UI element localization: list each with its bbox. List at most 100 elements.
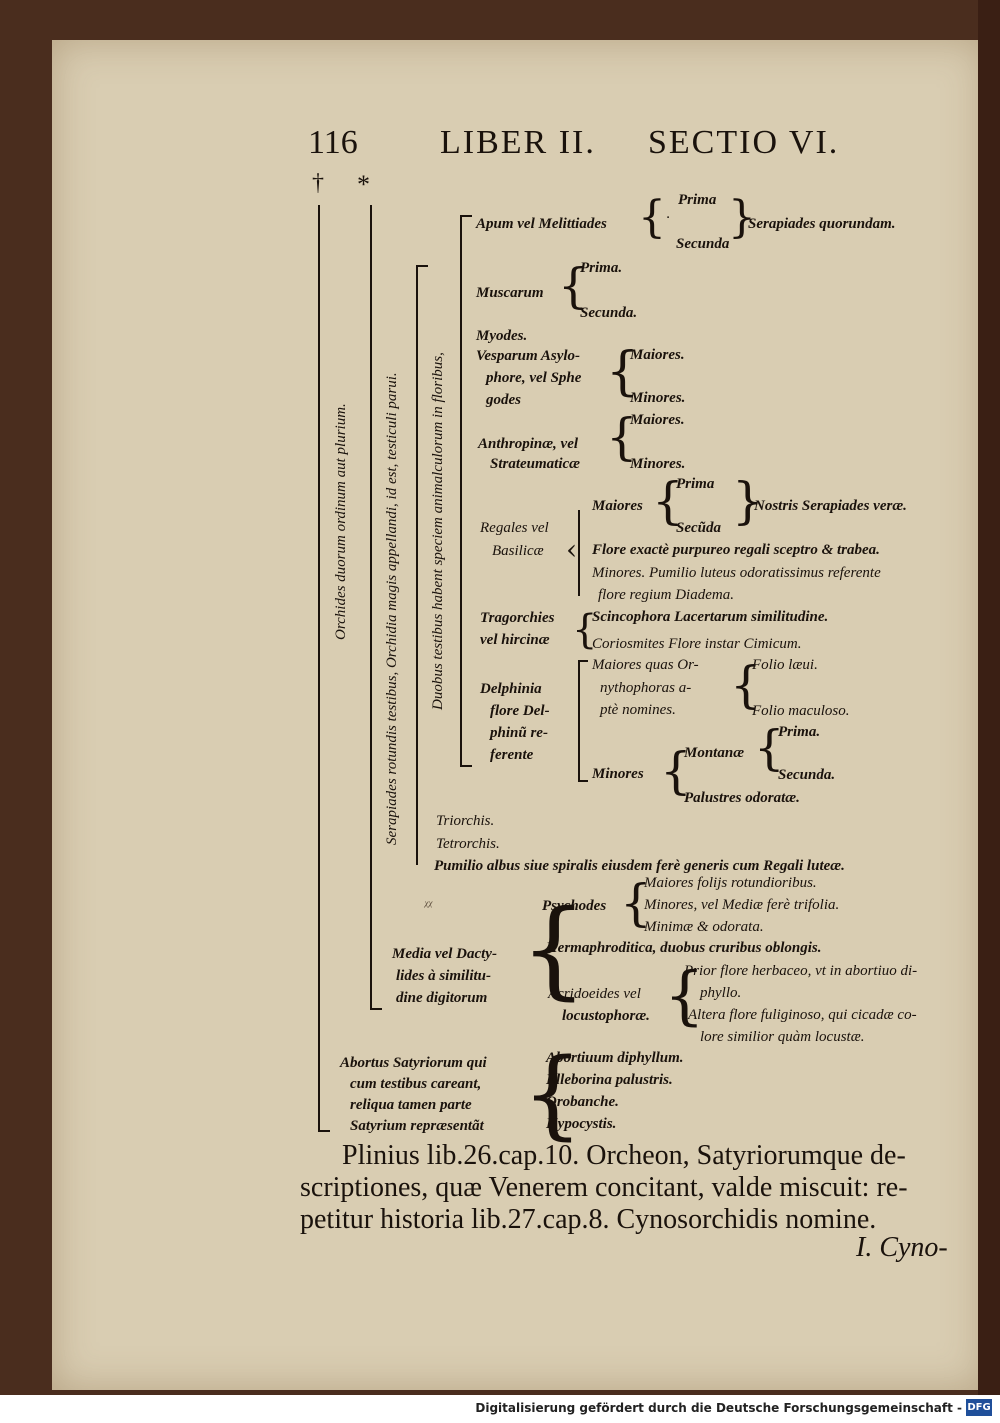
- delphinia-line-foot: [578, 780, 588, 782]
- delphinia-montanae-secunda: Secunda.: [778, 767, 836, 783]
- outer-line-1: [318, 205, 320, 1130]
- apum-dot: ·: [666, 210, 670, 226]
- apum-secunda: Secunda: [676, 236, 730, 252]
- abortus-item-1: Abortiuum diphyllum.: [546, 1050, 684, 1066]
- abortus-line-3: reliqua tamen parte: [350, 1097, 472, 1113]
- delphinia-folio-maculoso: Folio maculoso.: [752, 703, 850, 719]
- acridoeides-prior-1: Prior flore herbaceo, vt in abortiuo di-: [684, 963, 918, 979]
- regales-prima: Prima: [676, 476, 715, 492]
- brace: {: [620, 874, 652, 932]
- vesparum-line-3: godes: [486, 392, 521, 408]
- tragorchies-line-2: vel hircinæ: [480, 632, 550, 648]
- acridoeides-prior-2: phyllo.: [700, 985, 742, 1001]
- abortus-item-4: Hypocystis.: [546, 1116, 617, 1132]
- dagger-mark: †: [312, 170, 324, 196]
- vesparum-line-2: phore, vel Sphe: [486, 370, 582, 386]
- body-text-line-2: scriptiones, quæ Venerem concitant, vald…: [300, 1172, 908, 1203]
- brace: {: [522, 1038, 584, 1150]
- acridoeides-line-1: Acridoeides vel: [548, 986, 641, 1002]
- delphinia-line: [578, 660, 580, 780]
- delphinia-maiores-1: Maiores quas Or-: [592, 657, 699, 673]
- delphinia-maiores-2: nythophoras a-: [600, 680, 692, 696]
- asterisk-mark: *: [357, 170, 370, 199]
- brace: }: [728, 192, 756, 243]
- acridoeides-altera-1: Altera flore fuliginoso, qui cicadæ co-: [688, 1007, 917, 1023]
- hermaphroditica: Hermaphroditica, duobus cruribus oblongi…: [546, 940, 822, 956]
- outer-line-2-foot: [370, 1008, 382, 1010]
- apum-label: Apum vel Melittiades: [476, 216, 607, 232]
- anthropinae-minores: Minores.: [630, 456, 686, 472]
- abortus-item-3: Orobanche.: [546, 1094, 619, 1110]
- outer-line-1-foot: [318, 1130, 330, 1132]
- catchword: I. Cyno-: [856, 1232, 948, 1263]
- book-page: [52, 40, 984, 1390]
- book-title: LIBER II.: [440, 124, 596, 161]
- brace: {: [660, 742, 692, 800]
- apum-result: Serapiades quorundam.: [748, 216, 896, 232]
- apum-prima: Prima: [678, 192, 717, 208]
- regales-minores-1: Minores. Pumilio luteus odoratissimus re…: [592, 565, 881, 581]
- psychodes-maiores: Maiores folijs rotundioribus.: [644, 875, 817, 891]
- outer-line-4-top: [460, 215, 472, 217]
- delphinia-folio-laeui: Folio læui.: [752, 657, 818, 673]
- regales-flore: Flore exactè purpureo regali sceptro & t…: [592, 542, 880, 558]
- abortus-line-1: Abortus Satyriorum qui: [340, 1055, 487, 1071]
- vertical-text-serapiades: Serapiades rotundis testibus, Orchidia m…: [384, 372, 400, 845]
- media-scribble: ᵡᵡ: [424, 898, 433, 914]
- brace: {: [572, 607, 598, 653]
- media-line-3: dine digitorum: [396, 990, 488, 1006]
- book-edge: [978, 0, 1000, 1423]
- tragorchies-scincophora: Scincophora Lacertarum similitudine.: [592, 609, 829, 625]
- delphinia-montanae: Montanæ: [684, 745, 745, 761]
- delphinia-line-2: flore Del-: [490, 703, 550, 719]
- tetrorchis: Tetrorchis.: [436, 836, 500, 852]
- footer-credit: Digitalisierung gefördert durch die Deut…: [475, 1401, 962, 1415]
- regales-maiores: Maiores: [592, 498, 643, 514]
- section-title: SECTIO VI.: [648, 124, 840, 161]
- page-number: 116: [308, 124, 358, 161]
- muscarum-secunda: Secunda.: [580, 305, 638, 321]
- anthropinae-line-2: Strateumaticæ: [490, 456, 581, 472]
- body-text-line-1: Plinius lib.26.cap.10. Orcheon, Satyrior…: [342, 1140, 906, 1171]
- triorchis: Triorchis.: [436, 813, 495, 829]
- abortus-line-4: Satyrium repræsentãt: [350, 1118, 484, 1134]
- regales-line-1: Regales vel: [480, 520, 549, 536]
- psychodes-minimae: Minimæ & odorata.: [644, 919, 764, 935]
- myodes-label: Myodes.: [476, 328, 528, 344]
- brace: {: [754, 720, 785, 776]
- vesparum-minores: Minores.: [630, 390, 686, 406]
- media-line-1: Media vel Dacty-: [392, 946, 497, 962]
- brace: {: [638, 192, 666, 243]
- brace: {: [520, 887, 588, 1010]
- regales-result: Nostris Serapiades veræ.: [754, 498, 907, 514]
- outer-line-3: [416, 265, 418, 865]
- acridoeides-altera-2: lore similior quàm locustæ.: [700, 1029, 865, 1045]
- footer-bar: Digitalisierung gefördert durch die Deut…: [0, 1395, 1000, 1423]
- psychodes-minores: Minores, vel Mediæ ferè trifolia.: [644, 897, 840, 913]
- regales-line-2: Basilicæ: [492, 543, 544, 559]
- anthropinae-line-1: Anthropinæ, vel: [478, 436, 579, 452]
- delphinia-maiores-3: ptè nomines.: [600, 702, 676, 718]
- tragorchies-coriosmites: Coriosmites Flore instar Cimicum.: [592, 636, 802, 652]
- delphinia-line-4: ferente: [490, 747, 534, 763]
- brace: {: [606, 408, 638, 466]
- dfg-logo: DFG: [966, 1399, 992, 1416]
- muscarum-label: Muscarum: [476, 285, 544, 301]
- brace: ‹: [566, 533, 578, 566]
- body-text-line-3: petitur historia lib.27.cap.8. Cynosorch…: [300, 1204, 877, 1235]
- vertical-text-orchides: Orchides duorum ordinum aut plurium.: [333, 403, 349, 640]
- vesparum-maiores: Maiores.: [630, 347, 685, 363]
- delphinia-montanae-prima: Prima.: [778, 724, 821, 740]
- anthropinae-maiores: Maiores.: [630, 412, 685, 428]
- regales-minores-2: flore regium Diadema.: [598, 587, 734, 603]
- outer-line-4-foot: [460, 765, 472, 767]
- psychodes-label: Psychodes: [542, 898, 607, 914]
- outer-line-2: [370, 205, 372, 1010]
- delphinia-palustres: Palustres odoratæ.: [684, 790, 800, 806]
- brace: {: [652, 472, 684, 530]
- vertical-text-duobus: Duobus testibus habent speciem animalcul…: [430, 352, 446, 710]
- delphinia-line-1: Delphinia: [480, 681, 542, 697]
- abortus-line-2: cum testibus careant,: [350, 1076, 482, 1092]
- brace: {: [606, 342, 640, 402]
- delphinia-line-3: phinũ re-: [490, 725, 548, 741]
